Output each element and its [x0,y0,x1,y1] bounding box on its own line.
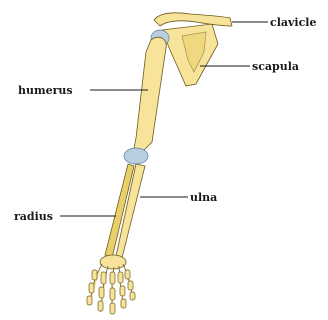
label-ulna: ulna [190,191,217,204]
elbow-cartilage [124,148,148,164]
label-scapula: scapula [252,60,299,73]
finger-segments [87,270,135,314]
carpals [100,255,126,269]
label-humerus: humerus [18,84,73,97]
label-clavicle: clavicle [270,16,316,29]
clavicle-bone [154,13,232,26]
humerus-bone [134,37,166,150]
label-radius: radius [14,210,53,223]
